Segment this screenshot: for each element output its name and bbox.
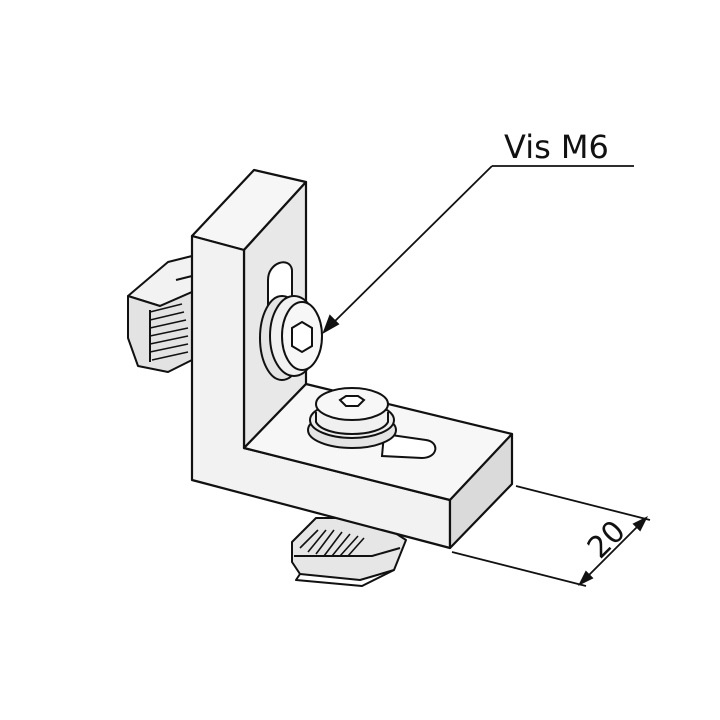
dimension-arrow-top-icon — [632, 515, 649, 532]
hex-socket-icon-2 — [338, 395, 366, 407]
dimension-line — [579, 517, 647, 585]
extension-line-bottom — [451, 551, 587, 587]
hex-socket-icon — [291, 320, 313, 354]
t-nut-upper — [127, 255, 193, 373]
callout-leader — [322, 165, 634, 335]
screw-horizontal — [307, 387, 397, 449]
dimension-lines — [451, 485, 651, 587]
callout-arrowhead-icon — [322, 314, 340, 335]
dimension-arrow-bottom-icon — [577, 570, 594, 587]
horizontal-slot — [380, 432, 437, 460]
l-bracket — [190, 168, 514, 550]
extension-line-top — [515, 485, 651, 521]
callout-label: Vis M6 — [504, 128, 609, 166]
screw-vertical — [259, 295, 323, 381]
callout-line — [329, 165, 493, 327]
